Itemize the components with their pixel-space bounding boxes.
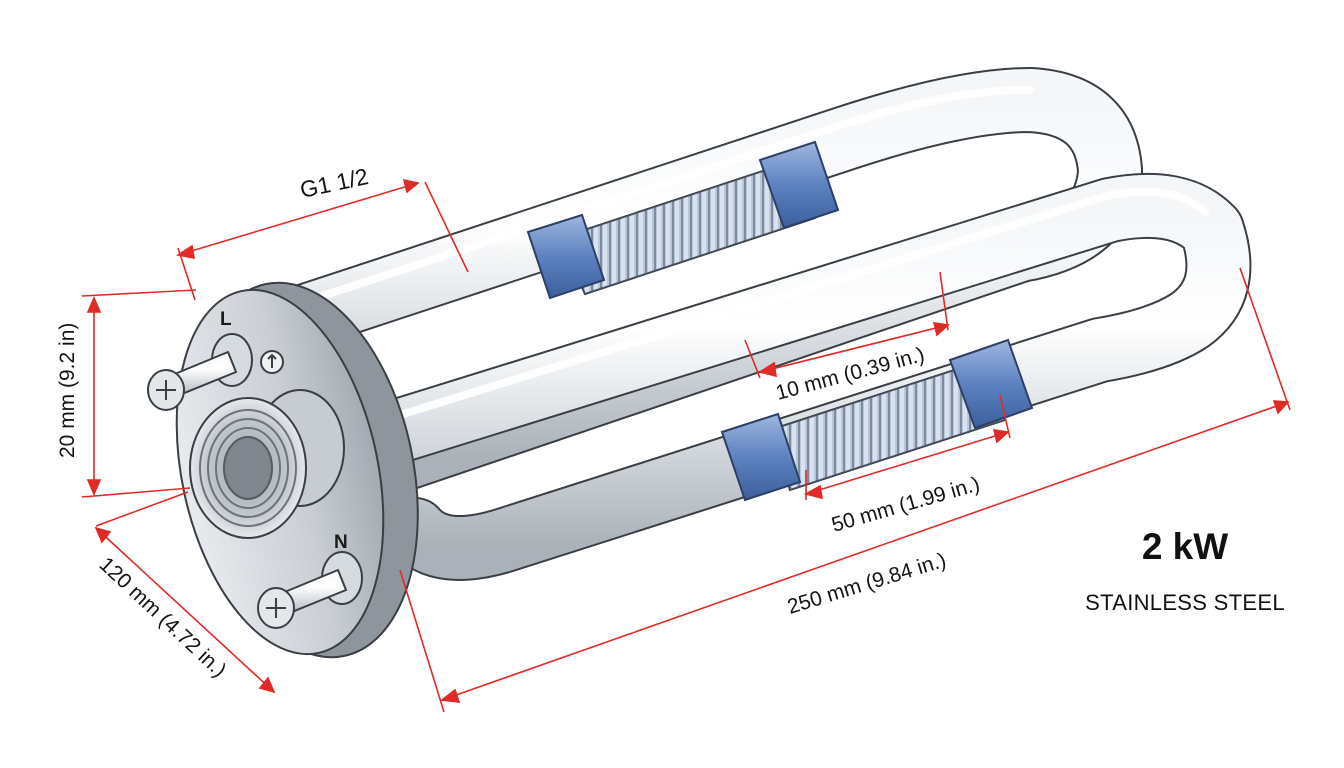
terminal-n-label: N — [334, 532, 348, 553]
back-coil — [526, 140, 840, 300]
front-band-left — [720, 412, 802, 502]
power-rating: 2 kW — [1141, 526, 1229, 567]
terminal-n — [257, 551, 363, 629]
dimension-lines — [81, 178, 1291, 713]
height-dimension-label: 20 mm (9.2 in) — [56, 323, 79, 458]
threaded-nipple — [189, 389, 345, 539]
flange-width-dimension-label: 120 mm (4.72 in.) — [95, 553, 231, 682]
terminal-l-label: L — [220, 309, 232, 330]
front-tube — [362, 172, 1252, 581]
material-label: STAINLESS STEEL — [1085, 590, 1285, 615]
terminal-l — [147, 333, 253, 411]
back-band-left — [526, 213, 606, 300]
back-band-right — [758, 140, 840, 230]
ground-symbol-icon — [260, 350, 284, 374]
front-band-right — [948, 338, 1034, 430]
total-length-dimension-label: 250 mm (9.84 in.) — [785, 549, 949, 619]
coil-length-dimension-label: 50 mm (1.99 in.) — [829, 473, 982, 537]
thread-size-label: G1 1/2 — [298, 163, 371, 203]
front-coil — [720, 338, 1034, 502]
